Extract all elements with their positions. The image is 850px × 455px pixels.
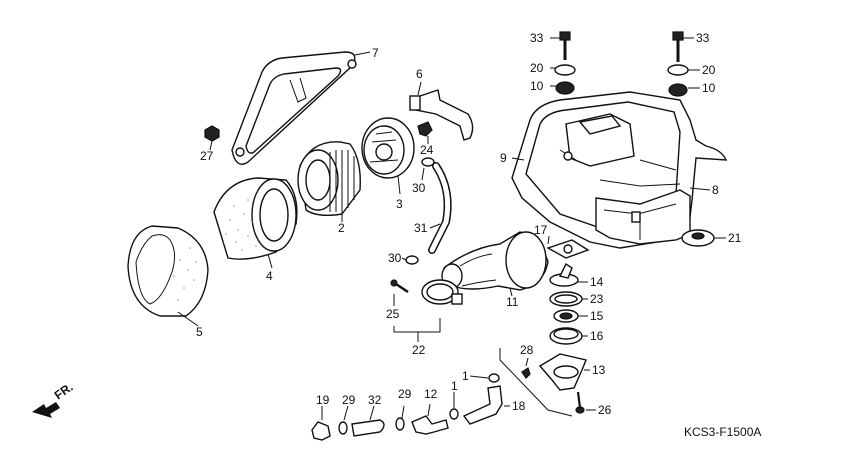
callout-31: 31 — [414, 221, 428, 235]
callout-labels: 33 33 20 20 10 10 7 6 27 24 9 8 3 30 2 3… — [196, 31, 742, 417]
callout-19: 19 — [316, 393, 330, 407]
callout-20-left: 20 — [530, 61, 544, 75]
part-14-valve — [549, 262, 579, 287]
callout-23: 23 — [590, 292, 604, 306]
part-5-outer-foam — [127, 225, 209, 317]
callout-17: 17 — [534, 223, 548, 237]
callout-26: 26 — [598, 403, 612, 417]
callout-10-right: 10 — [702, 81, 716, 95]
part-31-drain-tube — [428, 162, 452, 254]
callout-11: 11 — [506, 295, 519, 309]
leader-lines — [209, 37, 726, 421]
part-33-bolt-left — [559, 31, 571, 60]
callout-30-upper: 30 — [412, 181, 426, 195]
part-17-gasket-plate — [546, 239, 590, 259]
callout-29-right: 29 — [398, 387, 412, 401]
callout-1-lower: 1 — [451, 379, 458, 393]
callout-14: 14 — [590, 275, 604, 289]
part-6-bracket — [409, 89, 474, 141]
part-7-air-cleaner-cover — [231, 51, 357, 165]
callout-2: 2 — [338, 221, 345, 235]
callout-4: 4 — [266, 269, 273, 283]
part-32-tube — [351, 419, 385, 437]
callout-13: 13 — [592, 363, 606, 377]
part-21-grommet — [681, 229, 715, 247]
front-direction-arrow-icon — [32, 402, 60, 418]
part-15-screen — [553, 309, 579, 323]
callout-33-right: 33 — [696, 31, 710, 45]
part-30-clamp-upper — [421, 157, 435, 167]
part-2-filter-element — [297, 141, 361, 217]
part-22-band-clamp — [421, 279, 463, 305]
callout-28: 28 — [520, 343, 534, 357]
part-23-o-ring — [549, 291, 583, 307]
callout-12: 12 — [424, 387, 438, 401]
part-19-plug — [311, 421, 331, 441]
diagram-code: KCS3-F1500A — [684, 425, 761, 439]
callout-30-lower: 30 — [388, 251, 402, 265]
part-11-intake-duct — [441, 231, 549, 291]
callout-5: 5 — [196, 325, 203, 339]
callout-27: 27 — [200, 149, 214, 163]
part-4-foam-element — [213, 177, 298, 260]
part-30-clamp-lower — [405, 255, 419, 265]
callout-32: 32 — [368, 393, 382, 407]
callout-15: 15 — [590, 309, 604, 323]
part-3-filter-cap — [361, 117, 415, 179]
callout-3: 3 — [396, 197, 403, 211]
callout-9: 9 — [500, 151, 507, 165]
part-20-washer-right — [667, 64, 689, 76]
part-33-bolt-right — [672, 31, 684, 62]
callout-1-upper: 1 — [462, 369, 469, 383]
callout-24: 24 — [420, 143, 434, 157]
part-26-bolt — [575, 391, 585, 414]
part-10-grommet-left — [555, 81, 575, 95]
part-29-clip-left — [338, 421, 348, 435]
callout-6: 6 — [416, 67, 423, 81]
part-16-seal — [549, 327, 583, 345]
part-18-elbow-tube — [462, 385, 503, 425]
callout-16: 16 — [590, 329, 604, 343]
callout-7: 7 — [372, 46, 379, 60]
part-10-grommet-right — [668, 83, 688, 97]
callout-20-right: 20 — [702, 63, 716, 77]
part-27-nut — [204, 125, 220, 142]
callout-21: 21 — [728, 231, 742, 245]
part-24-clip — [417, 121, 433, 137]
callout-8: 8 — [712, 183, 719, 197]
part-1-clamp-upper — [488, 373, 500, 383]
front-direction-label: FR. — [52, 380, 76, 403]
part-20-washer-left — [554, 64, 576, 76]
callout-25: 25 — [386, 307, 400, 321]
callout-22: 22 — [412, 343, 426, 357]
part-25-screw — [390, 279, 409, 294]
part-29-clip-right — [395, 417, 405, 431]
part-28-clip — [521, 367, 531, 379]
callout-33-left: 33 — [530, 31, 544, 45]
callout-10-left: 10 — [530, 79, 544, 93]
part-1-clamp-lower — [449, 408, 459, 420]
callout-18: 18 — [512, 399, 526, 413]
part-12-joint — [411, 415, 449, 435]
callout-29-left: 29 — [342, 393, 356, 407]
part-13-drain-case — [538, 353, 587, 391]
